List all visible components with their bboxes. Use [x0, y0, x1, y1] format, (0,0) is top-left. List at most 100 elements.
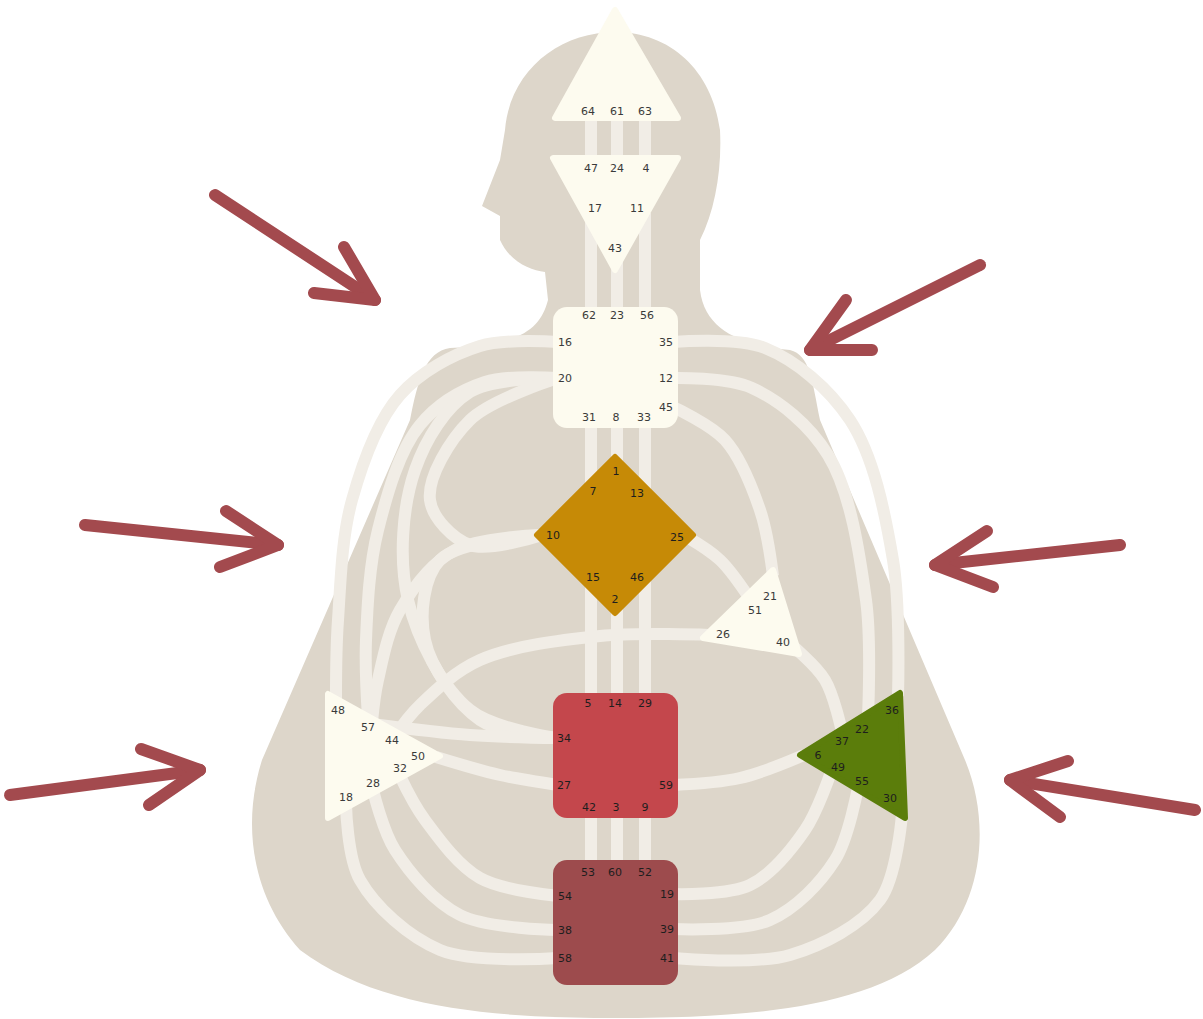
gate-number: 25: [670, 532, 684, 543]
gate-number: 50: [411, 751, 425, 762]
sacral-center: 514293427594239: [553, 693, 678, 818]
gate-number: 19: [660, 889, 674, 900]
channel: [373, 790, 558, 930]
gate-number: 38: [558, 925, 572, 936]
center-shape: [703, 570, 799, 654]
gate-number: 31: [582, 412, 596, 423]
gate-number: 44: [385, 735, 399, 746]
gate-number: 55: [855, 776, 869, 787]
center-outline: [553, 693, 678, 818]
center-shape: [537, 457, 693, 613]
gate-number: 34: [557, 733, 571, 744]
gate-number: 57: [361, 722, 375, 733]
gate-number: 37: [835, 736, 849, 747]
gate-number: 64: [581, 106, 595, 117]
solar-plexus-center: 36 22 37 6 49 55 30: [798, 690, 910, 820]
gate-number: 61: [610, 106, 624, 117]
gate-number: 54: [558, 891, 572, 902]
gate-number: 3: [613, 802, 620, 813]
gate-number: 26: [716, 629, 730, 640]
gate-number: 46: [630, 572, 644, 583]
channel: [585, 813, 597, 865]
gate-number: 52: [638, 867, 652, 878]
gate-number: 63: [638, 106, 652, 117]
spleen-center: 48 57 44 50 32 28 18: [326, 692, 442, 820]
channel: [423, 535, 558, 738]
gate-number: 47: [584, 163, 598, 174]
gate-number: 56: [640, 310, 654, 321]
center-shape: [553, 307, 678, 428]
gate-number: 28: [366, 778, 380, 789]
gate-number: 48: [331, 705, 345, 716]
center-shape: [555, 10, 678, 118]
conditioning-arrow: [215, 195, 375, 300]
ajna-center: 47 24 4 17 11 43: [553, 158, 678, 270]
channel: [673, 407, 773, 576]
gate-number: 2: [612, 594, 619, 605]
gate-number: 60: [608, 867, 622, 878]
conditioning-arrow: [85, 511, 278, 567]
channel: [673, 814, 902, 961]
channel: [611, 813, 623, 865]
gate-number: 7: [590, 486, 597, 497]
channel: [436, 757, 558, 785]
conditioning-arrow: [10, 749, 200, 805]
heart-center: 2151 26 40: [703, 570, 801, 658]
channel: [611, 607, 623, 698]
gate-number: 41: [660, 953, 674, 964]
gate-number: 42: [582, 802, 596, 813]
body-silhouette: [252, 32, 980, 1018]
head-center: 64 61 63: [555, 10, 678, 120]
gate-number: 16: [558, 337, 572, 348]
gate-number: 15: [586, 572, 600, 583]
gate-number: 40: [776, 637, 790, 648]
center-shape: [800, 693, 905, 818]
gate-number: 24: [610, 163, 624, 174]
gate-number: 18: [339, 792, 353, 803]
gate-number: 17: [588, 203, 602, 214]
conditioning-arrow: [935, 531, 1120, 587]
gate-number: 20: [558, 373, 572, 384]
channel: [673, 787, 858, 929]
gate-number: 12: [659, 373, 673, 384]
gate-number: 1: [613, 466, 620, 477]
conditioning-arrow: [1010, 761, 1195, 817]
conditioning-arrow: [810, 265, 980, 350]
gate-number: 23: [610, 310, 624, 321]
channel: [639, 813, 651, 865]
center-shape: [553, 693, 678, 818]
gate-number: 35: [659, 337, 673, 348]
gate-number: 43: [608, 243, 622, 254]
channel: [346, 804, 558, 959]
gate-number: 27: [557, 780, 571, 791]
gate-number: 21: [763, 591, 777, 602]
gate-number: 11: [630, 203, 644, 214]
center-outline: [553, 860, 678, 985]
gate-number: 10: [546, 530, 560, 541]
channel: [687, 537, 748, 596]
gate-number: 13: [630, 488, 644, 499]
gate-number: 6: [815, 750, 822, 761]
gate-number: 49: [831, 762, 845, 773]
gate-number: 30: [883, 793, 897, 804]
g-center: 1 7 13 10 25 15 46 2: [537, 457, 693, 613]
gate-number: 32: [393, 763, 407, 774]
channel: [430, 378, 558, 547]
gate-number: 29: [638, 698, 652, 709]
gate-number: 22: [855, 724, 869, 735]
gate-number: 59: [659, 780, 673, 791]
gate-number: 53: [581, 867, 595, 878]
gate-number: 45: [659, 402, 673, 413]
gate-number: 5: [585, 698, 592, 709]
gate-number: 62: [582, 310, 596, 321]
center-shape: [553, 158, 678, 270]
center-outline: [537, 457, 693, 613]
root-center: 536052541938395841: [553, 860, 678, 985]
gate-number: 4: [643, 163, 650, 174]
gate-number: 39: [660, 924, 674, 935]
channel: [403, 378, 558, 738]
gate-number: 36: [885, 705, 899, 716]
gate-number: 9: [642, 802, 649, 813]
gate-number: 51: [748, 605, 762, 616]
